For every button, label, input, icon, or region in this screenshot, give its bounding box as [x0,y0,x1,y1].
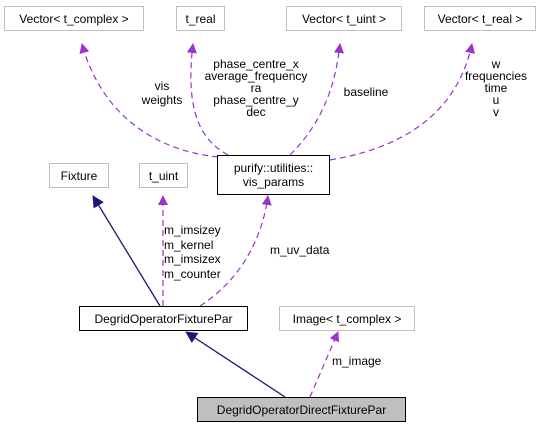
node-t-uint[interactable]: t_uint [139,163,188,188]
label-m-kernel: m_kernel [164,237,214,252]
node-vis-params-line1: purify::utilities:: [233,161,314,175]
node-t-real-label: t_real [185,11,216,26]
edge-inherit-fixture [92,195,161,307]
label-phase-centre-x: phase_centre_x [213,57,299,71]
edge-phase-centre [186,43,229,156]
node-vector-t-real-label: Vector< t_real > [437,11,523,26]
label-m-image-text: m_image [332,354,382,368]
label-m-image: m_image [332,355,392,367]
label-time: time [484,81,508,95]
label-phase-centre-y: phase_centre_y [213,93,299,107]
label-baseline-text: baseline [343,85,389,99]
label-m-counter: m_counter [164,266,221,281]
label-phase-centre: phase_centre_x average_frequency ra phas… [196,58,316,118]
edge-inherit-degrid-par [185,331,286,398]
edge-m-uv-data [199,195,272,307]
label-ra: ra [250,81,262,95]
node-degrid-operator-fixture-par[interactable]: DegridOperatorFixturePar [79,306,248,331]
node-degrid-operator-direct-fixture-par-label: DegridOperatorDirectFixturePar [216,402,387,417]
label-weights: weights [141,93,183,107]
node-vector-t-uint-label: Vector< t_uint > [301,11,387,26]
node-image-t-complex[interactable]: Image< t_complex > [279,306,415,331]
node-degrid-operator-fixture-par-label: DegridOperatorFixturePar [94,311,233,326]
label-m-uv-data: m_uv_data [270,244,340,256]
label-m-fields: m_imsizey m_kernel m_imsizex m_counter [164,223,236,281]
label-vis: vis [154,79,170,93]
label-w-frequencies: w frequencies time u v [456,58,536,118]
node-fixture[interactable]: Fixture [49,163,109,188]
node-vector-t-complex-label: Vector< t_complex > [19,11,129,26]
label-v: v [493,105,499,119]
label-vis-weights: vis weights [132,79,192,107]
label-w: w [491,57,501,71]
node-vector-t-real[interactable]: Vector< t_real > [424,6,536,31]
node-t-uint-label: t_uint [148,168,179,183]
node-fixture-label: Fixture [60,168,98,183]
node-t-real[interactable]: t_real [176,6,225,31]
label-u: u [492,93,500,107]
label-m-imsizex: m_imsizex [164,252,221,266]
label-baseline: baseline [336,86,396,98]
label-m-imsizey: m_imsizey [164,223,221,237]
edge-baseline [289,43,344,156]
label-dec: dec [246,105,266,119]
node-vis-params-line2: vis_params [242,175,305,189]
node-vector-t-uint[interactable]: Vector< t_uint > [286,6,402,31]
label-frequencies: frequencies [464,69,528,83]
edge-w-frequencies [329,43,475,161]
node-image-t-complex-label: Image< t_complex > [292,311,402,326]
edge-m-image [309,331,340,398]
label-m-uv-data-text: m_uv_data [270,243,330,257]
label-average-frequency: average_frequency [204,69,308,83]
node-degrid-operator-direct-fixture-par[interactable]: DegridOperatorDirectFixturePar [197,397,406,422]
node-vis-params[interactable]: purify::utilities:: vis_params [217,155,330,195]
node-vector-t-complex[interactable]: Vector< t_complex > [4,6,144,31]
edge-vis-weights [79,43,219,158]
